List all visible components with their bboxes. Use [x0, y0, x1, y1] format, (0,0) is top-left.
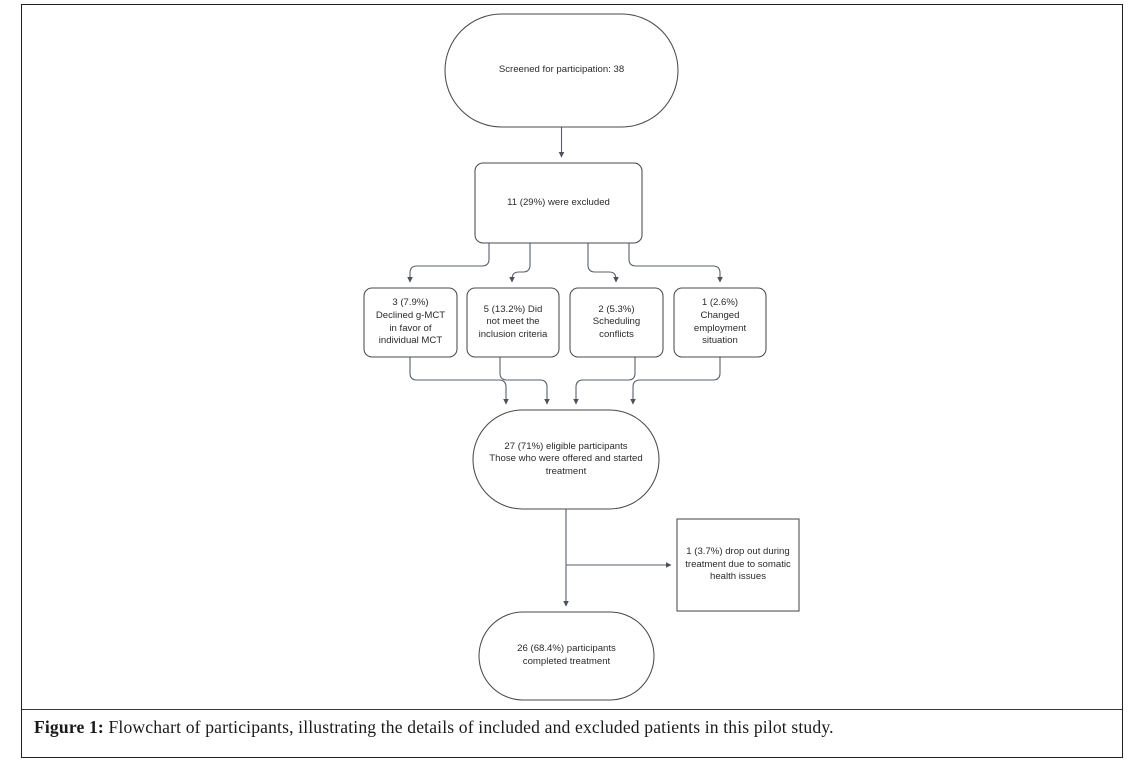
node-scheduling-shape: [569, 287, 664, 358]
caption-divider: [22, 709, 1122, 710]
edge-excluded-scheduling: [587, 243, 619, 283]
edge-criteria-eligible: [499, 357, 550, 405]
node-excluded-shape: [474, 162, 643, 244]
edge-declined-eligible: [409, 357, 509, 405]
connector-group: [407, 127, 723, 607]
flowchart-canvas: [363, 13, 800, 701]
edge-excluded-criteria: [509, 243, 531, 283]
edge-excluded-employment: [628, 243, 723, 283]
figure-caption: Figure 1: Flowchart of participants, ill…: [34, 717, 1104, 738]
edge-excluded-declined: [407, 243, 490, 283]
edge-employment-eligible: [630, 357, 721, 405]
edge-scheduling-eligible: [573, 357, 636, 405]
node-screened-shape: [444, 13, 679, 128]
node-eligible-shape: [472, 409, 660, 510]
figure-caption-label: Figure 1:: [34, 717, 104, 737]
figure-caption-text: Flowchart of participants, illustrating …: [103, 717, 834, 737]
node-shape-group: [363, 13, 800, 701]
node-declined-shape: [363, 287, 458, 358]
flowchart-figure: Screened for participation: 38 11 (29%) …: [363, 13, 800, 701]
node-completed-shape: [478, 611, 655, 701]
node-criteria-shape: [466, 287, 560, 358]
node-dropout-shape: [676, 518, 800, 612]
node-employment-shape: [673, 287, 767, 358]
